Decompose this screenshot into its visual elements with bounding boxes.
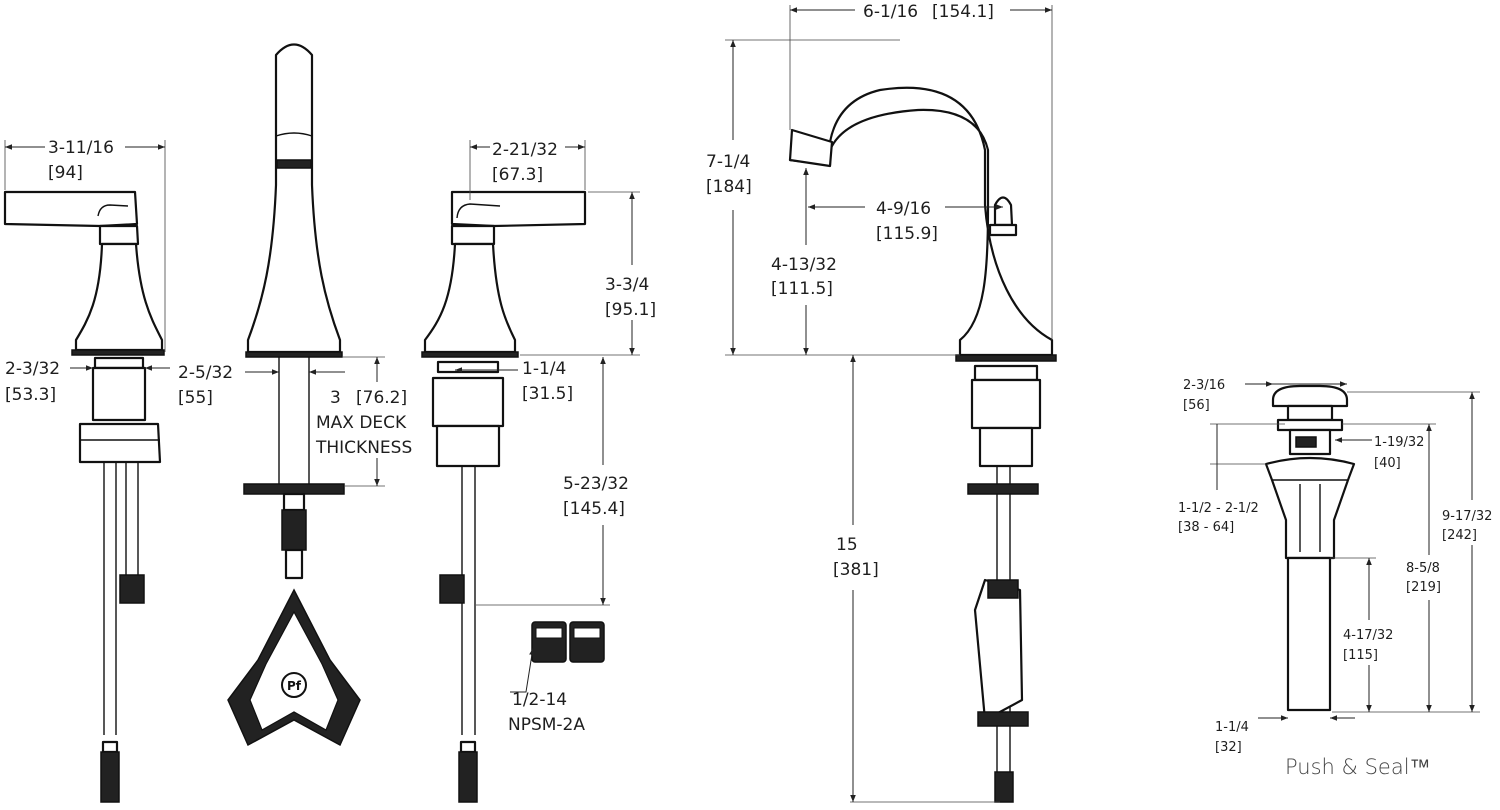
handle-side-view [421, 190, 587, 803]
dim-deck-depth: 3 [330, 388, 341, 408]
dim-handle-base-metric: [53.3] [5, 385, 56, 405]
dim-handle-height: 3-3/4 [605, 275, 649, 295]
npsm-connectors [531, 621, 605, 663]
dim-drain-range-metric: [38 - 64] [1178, 520, 1234, 535]
dim-spout-tube: 15 [836, 535, 858, 555]
dim-drain-body-metric: [219] [1406, 580, 1441, 595]
dim-drain-cap-metric: [56] [1183, 398, 1210, 413]
dim-shank-length: 5-23/32 [563, 474, 629, 494]
dim-spout-height-metric: [184] [706, 177, 752, 197]
dim-connector-2: NPSM-2A [508, 715, 585, 735]
dim-shank-dia: 1-1/4 [522, 359, 566, 379]
dim-deck-depth-metric: [76.2] [356, 388, 407, 408]
dim-drain-body: 8-5/8 [1406, 561, 1440, 576]
dim-deck-label-1: MAX DECK [316, 413, 407, 433]
push-seal-drain [1264, 384, 1356, 712]
dim-drain-overflow: 1-19/32 [1374, 435, 1424, 450]
dim-outlet-height: 4-13/32 [771, 255, 837, 275]
dim-handle-base: 2-3/32 [5, 359, 60, 379]
dim-drain-tail: 4-17/32 [1343, 628, 1393, 643]
spout-side-view [788, 86, 1057, 803]
dim-spout-base: 2-5/32 [178, 363, 233, 383]
dim-handle-side-width: 2-21/32 [492, 140, 558, 160]
dim-shank-dia-metric: [31.5] [522, 384, 573, 404]
dim-drain-tail-dia: 1-1/4 [1215, 720, 1249, 735]
dim-handle-width-metric: [94] [48, 163, 83, 183]
dim-handle-height-metric: [95.1] [605, 300, 656, 320]
logo-text: Pf [287, 679, 302, 693]
dim-shank-length-metric: [145.4] [563, 499, 625, 519]
dimension-labels: 3-11/16 [94] 2-3/32 [53.3] 2-5/32 [55] 3… [5, 2, 1492, 779]
spout-front-view: Pf [227, 43, 361, 747]
dim-drain-total-metric: [242] [1442, 528, 1477, 543]
dim-outlet-height-metric: [111.5] [771, 279, 833, 299]
dim-spout-base-metric: [55] [178, 388, 213, 408]
dim-spout-tube-metric: [381] [833, 560, 879, 580]
dim-handle-width: 3-11/16 [48, 138, 114, 158]
drain-caption: Push & Seal™ [1285, 755, 1431, 779]
dim-deck-label-2: THICKNESS [315, 438, 412, 458]
dim-drain-tail-metric: [115] [1343, 648, 1378, 663]
dim-spout-reach-metric: [154.1] [932, 2, 994, 22]
dim-spout-reach: 6-1/16 [863, 2, 918, 22]
dim-drain-total: 9-17/32 [1442, 509, 1492, 524]
dim-spout-height: 7-1/4 [706, 152, 750, 172]
dim-connector-1: 1/2-14 [512, 690, 567, 710]
dim-handle-side-width-metric: [67.3] [492, 165, 543, 185]
dimension-lines [4, 5, 1480, 803]
dim-drain-range: 1-1/2 - 2-1/2 [1178, 501, 1259, 516]
dim-outlet-reach-metric: [115.9] [876, 224, 938, 244]
dim-drain-cap: 2-3/16 [1183, 378, 1225, 393]
dim-outlet-reach: 4-9/16 [876, 199, 931, 219]
dim-drain-tail-dia-metric: [32] [1215, 740, 1242, 755]
dim-drain-overflow-metric: [40] [1374, 456, 1401, 471]
handle-front-view [3, 190, 165, 803]
